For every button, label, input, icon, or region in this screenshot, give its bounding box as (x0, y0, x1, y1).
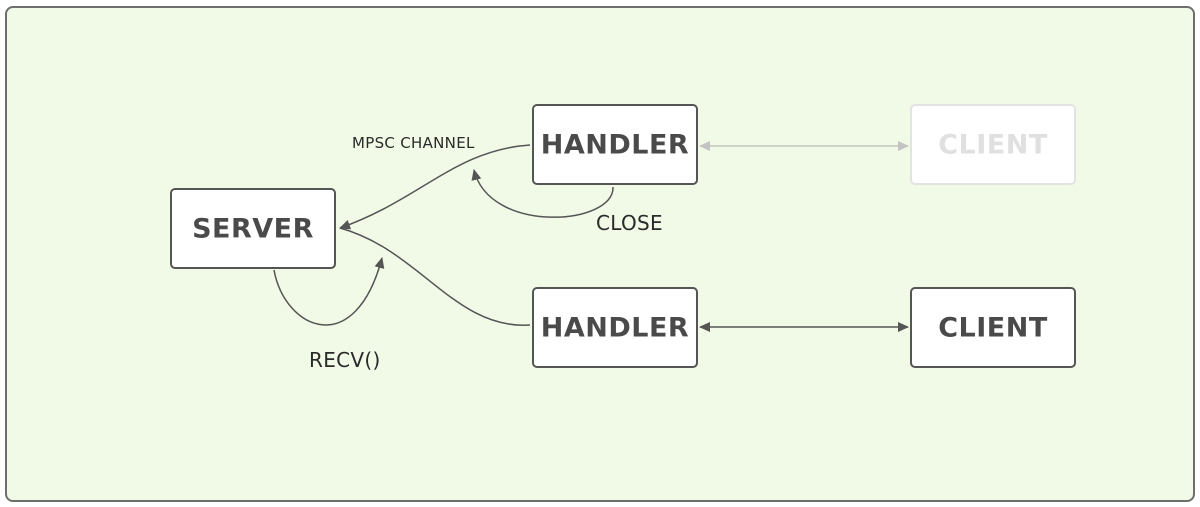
node-client-bottom: CLIENT (910, 287, 1076, 368)
node-client-top: CLIENT (910, 104, 1076, 185)
edge-recv-loop (273, 257, 385, 326)
edge-label-recv: RECV() (309, 348, 381, 372)
node-client-bottom-label: CLIENT (938, 313, 1048, 344)
node-client-top-label: CLIENT (938, 130, 1048, 161)
edge-handler-bottom-to-server (339, 227, 531, 326)
diagram-frame (5, 6, 1195, 502)
node-handler-top-label: HANDLER (541, 130, 689, 161)
edge-label-mpsc-channel: MPSC CHANNEL (352, 134, 475, 152)
node-handler-top: HANDLER (532, 104, 698, 185)
node-server: SERVER (170, 188, 336, 269)
node-server-label: SERVER (192, 214, 314, 245)
node-handler-bottom-label: HANDLER (541, 313, 689, 344)
node-handler-bottom: HANDLER (532, 287, 698, 368)
edge-label-close: CLOSE (596, 211, 663, 235)
edge-close-loop (471, 169, 614, 218)
edge-handler-top-to-server (339, 144, 531, 230)
